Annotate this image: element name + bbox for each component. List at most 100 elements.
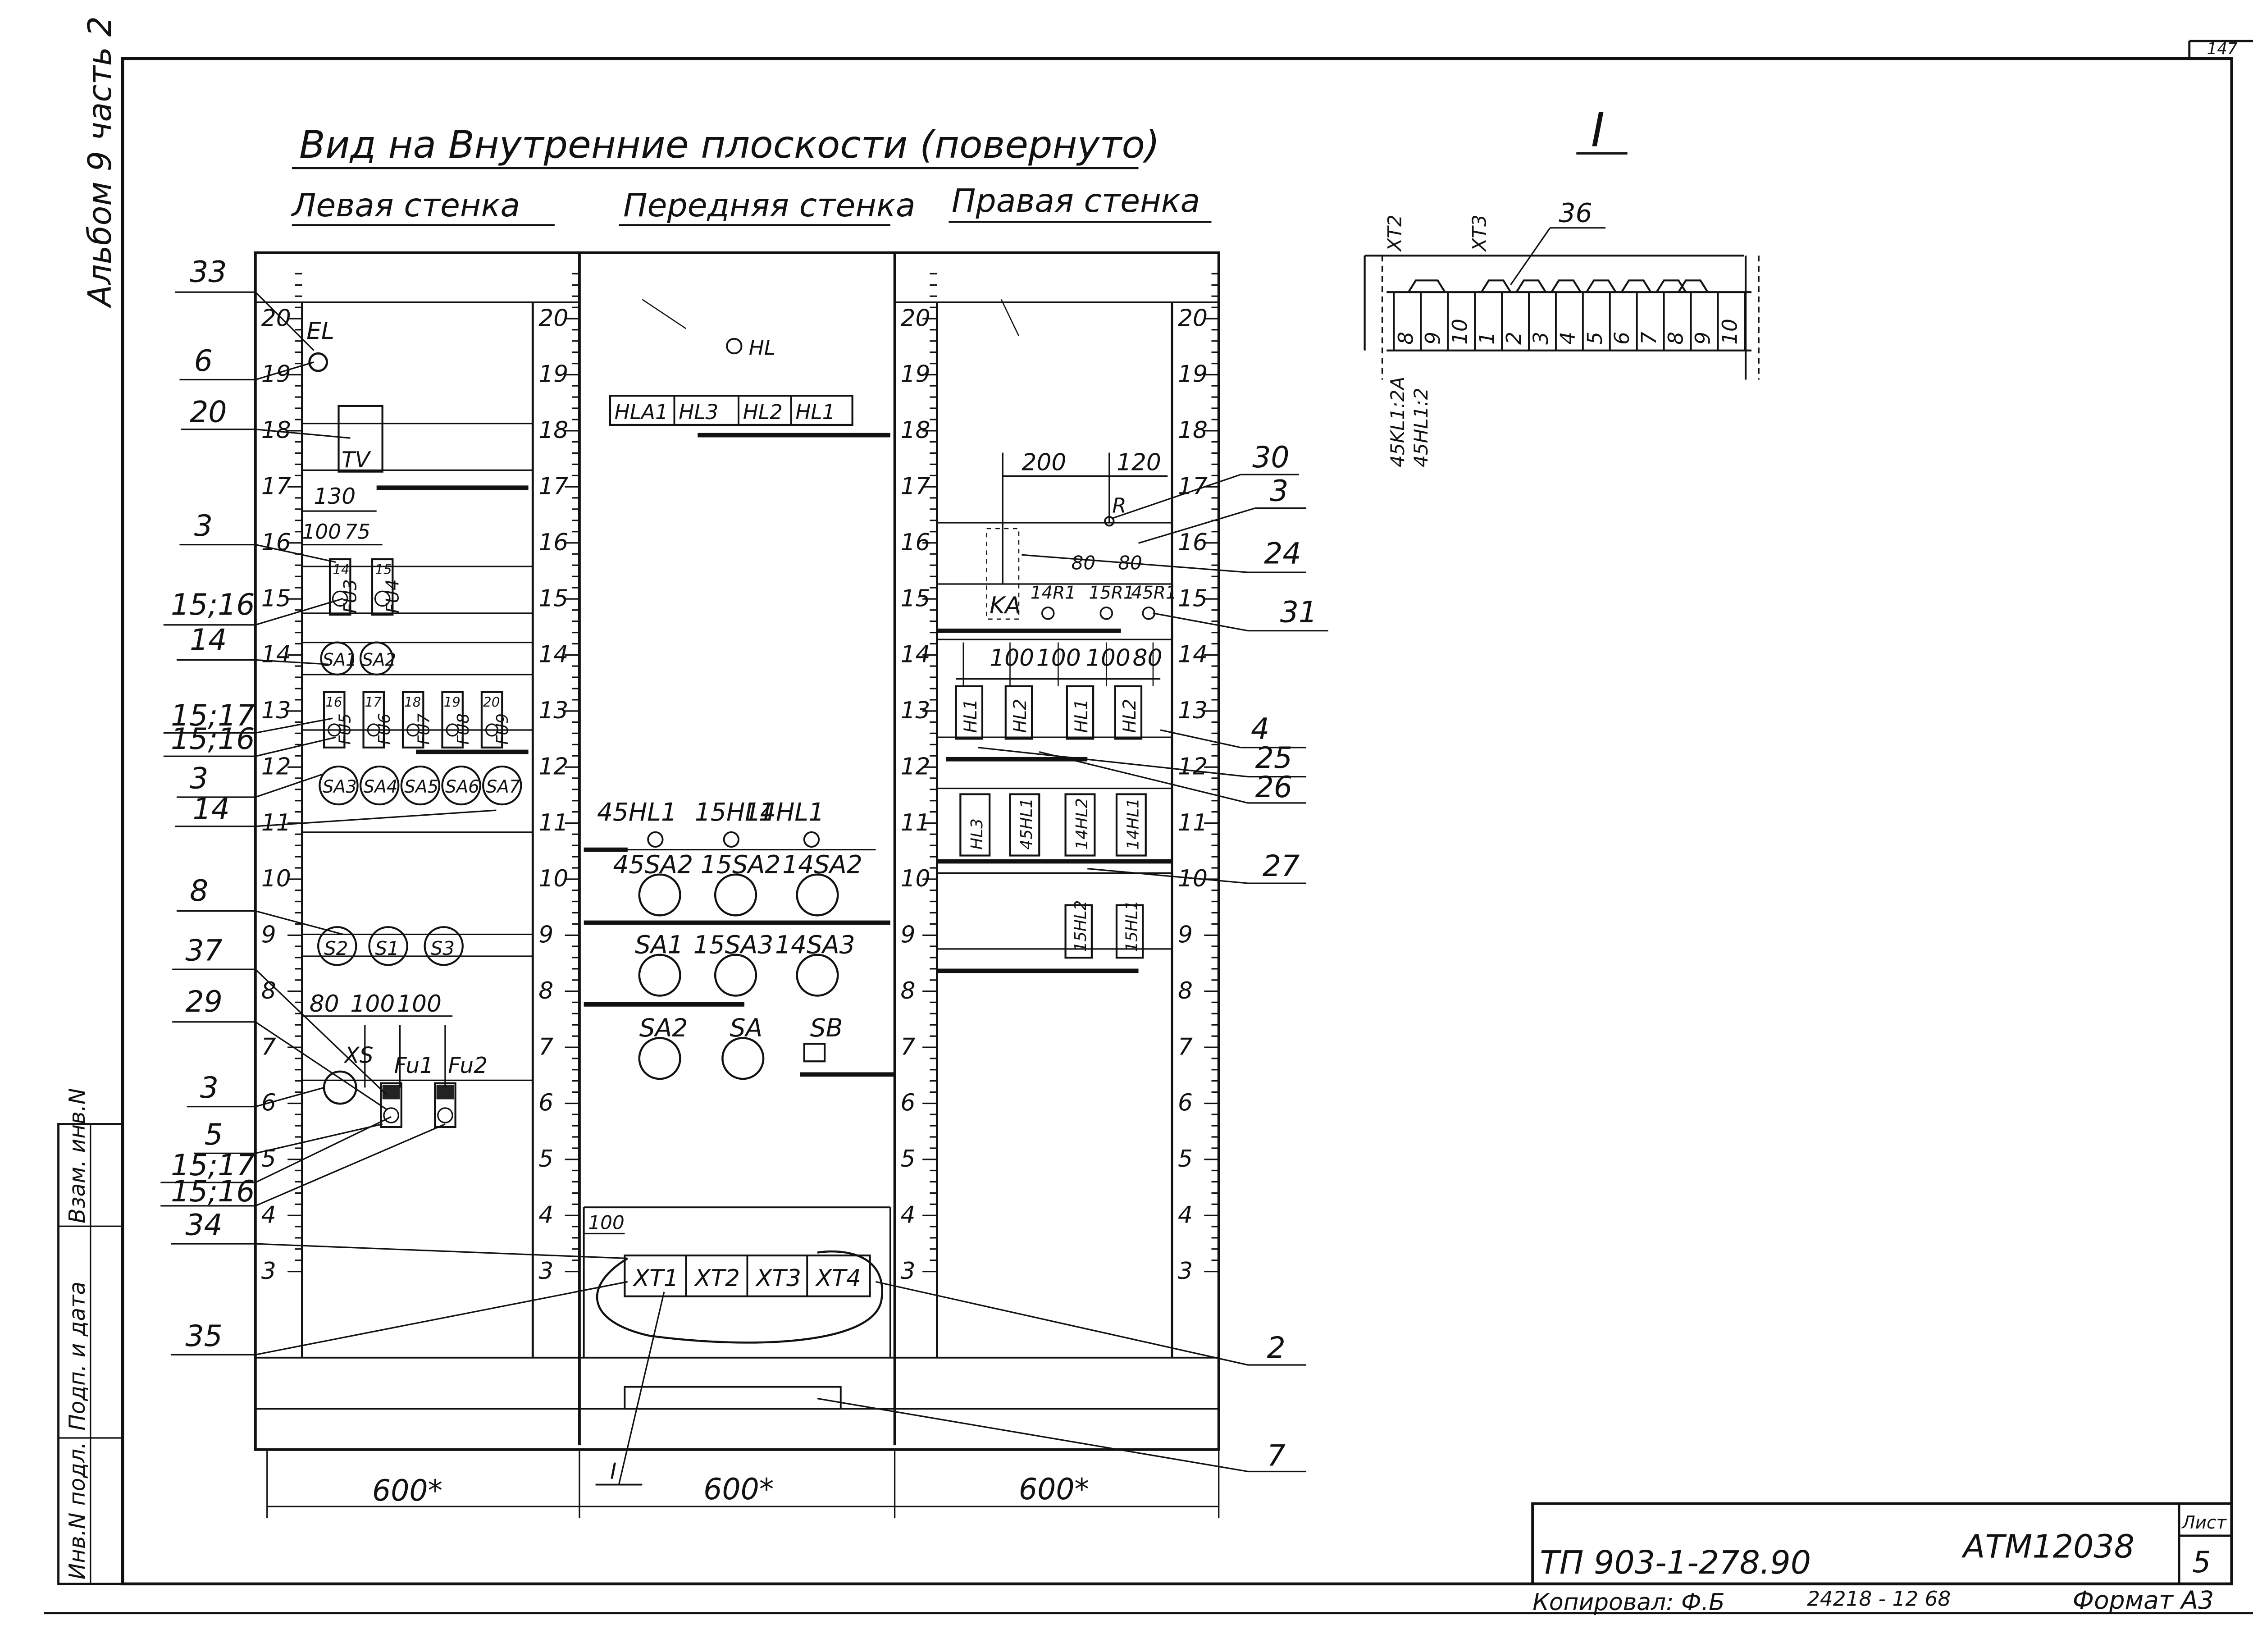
side-label-1: 45KL1:2A (1386, 377, 1409, 467)
callout-leader (255, 1116, 392, 1183)
lamp-label: 14HL2 (1073, 798, 1091, 850)
callout-left-19: 35 (185, 1319, 222, 1353)
fuse-label: FU9 (493, 713, 512, 744)
scale-number: 15 (261, 585, 291, 612)
terminal-xt2: XT2 (693, 1265, 740, 1292)
lamp-hl1 (1066, 685, 1095, 740)
lamp-14hl1 (803, 831, 820, 848)
callout-leader (255, 1123, 383, 1154)
callout-leader (255, 717, 333, 734)
fuse-fu8 (441, 691, 464, 748)
fuse-number: 15 (375, 561, 392, 577)
order-number: 24218 - 12 68 (1807, 1587, 1951, 1611)
terminal-group-outline (596, 1250, 883, 1344)
callout-left-3: 20 (190, 395, 227, 429)
scale-number: 15 (538, 585, 568, 612)
fu1-label: Fu1 (394, 1053, 434, 1078)
scale-number: 3 (1178, 1258, 1193, 1285)
tv-label: TV (342, 447, 372, 473)
callout-leader (978, 747, 1248, 778)
lamp-15hl1 (723, 831, 739, 848)
lamp-strip (609, 395, 853, 426)
switch-sa5 (400, 765, 441, 806)
lamp-label: 45HL1 (1017, 798, 1036, 850)
callout-leader (1022, 554, 1248, 573)
resistor-15r1-label: 15R1 (1089, 583, 1134, 603)
lamp-45hl1 (1009, 793, 1040, 857)
fu2-label: Fu2 (448, 1053, 488, 1078)
switch-label: SA2 (362, 650, 396, 670)
resistor-45r1 (1142, 607, 1155, 620)
scale-number: 11 (261, 809, 291, 836)
fuse-number: 19 (444, 694, 461, 710)
fuse-fu7 (401, 691, 424, 748)
sb-label: SB (810, 1013, 843, 1042)
sheet-value: 5 (2192, 1546, 2211, 1579)
dim-600-left: 600* (372, 1474, 442, 1508)
callout-leader (255, 543, 336, 563)
scale-number: 7 (901, 1033, 916, 1060)
scale-number: 9 (261, 922, 276, 949)
format-label: Формат А3 (2073, 1586, 2214, 1615)
callout-right-6: 25 (1255, 741, 1292, 775)
scale-number: 16 (538, 529, 568, 556)
scale-number: 12 (538, 753, 568, 780)
lamp-15hl1-label: 15HL1 (695, 798, 775, 826)
switch-sa6 (441, 765, 481, 806)
scale-number: 11 (538, 809, 568, 836)
callout-leader (255, 292, 315, 351)
callout-right-10: 7 (1267, 1439, 1286, 1473)
doc-code: АТМ12038 (1961, 1528, 2134, 1565)
callout-right-1: 30 (1252, 441, 1289, 475)
lamp-45hl1-label: 45HL1 (597, 798, 677, 826)
lamp-hl2 (1004, 685, 1033, 740)
right-wall-title: Правая стенка (952, 182, 1200, 219)
switch-label: SA7 (486, 777, 520, 797)
dimension-label: 100 (1086, 644, 1131, 671)
callout-leader (255, 910, 343, 936)
switch-sa7 (482, 765, 522, 806)
dim-130: 130 (314, 484, 356, 509)
detail-cell-13: 10 (1718, 319, 1742, 345)
dimension-label: 80 (1133, 644, 1163, 671)
lamp-el (308, 352, 328, 372)
fuse-holder (374, 590, 391, 607)
switch-label: SA3 (323, 777, 357, 797)
detail-jumper (1480, 279, 1512, 293)
lamp-label: 15HL1 (1122, 900, 1141, 952)
copied-by: Копировал: Ф.Б (1532, 1589, 1725, 1616)
callout-right-5: 4 (1251, 712, 1269, 746)
callout-leader (255, 809, 497, 827)
callout-right-3: 24 (1264, 537, 1301, 571)
scale-number: 10 (538, 865, 568, 892)
switch-label: SA5 (404, 777, 438, 797)
callout-leader (255, 659, 328, 665)
r-label: R (1112, 493, 1126, 517)
scale-number: 18 (1178, 417, 1208, 444)
callout-left-6: 14 (190, 623, 227, 657)
switch-sa4 (359, 765, 400, 806)
fuse-fu4 (371, 558, 394, 616)
callout-leader (255, 361, 314, 381)
detail-cell-11: 8 (1664, 332, 1688, 345)
scale-number: 4 (261, 1201, 276, 1228)
callout-left-15: 5 (204, 1118, 223, 1152)
callout-leader (255, 1243, 628, 1260)
lamp-label: HL1 (795, 400, 835, 424)
lamp-label: HL1 (1072, 699, 1092, 733)
detail-cell-10: 7 (1637, 332, 1661, 345)
scale-number: 12 (1178, 753, 1208, 780)
scale-number: 8 (901, 977, 916, 1004)
lamp-hl (726, 338, 743, 355)
detail-callout-36: 36 (1559, 198, 1592, 228)
switch-s2 (317, 926, 357, 966)
resistor-15r1 (1099, 607, 1113, 620)
switch-label: SA1 (323, 650, 357, 670)
lamp-hl1 (955, 685, 984, 740)
dimension-label: 100 (990, 644, 1034, 671)
